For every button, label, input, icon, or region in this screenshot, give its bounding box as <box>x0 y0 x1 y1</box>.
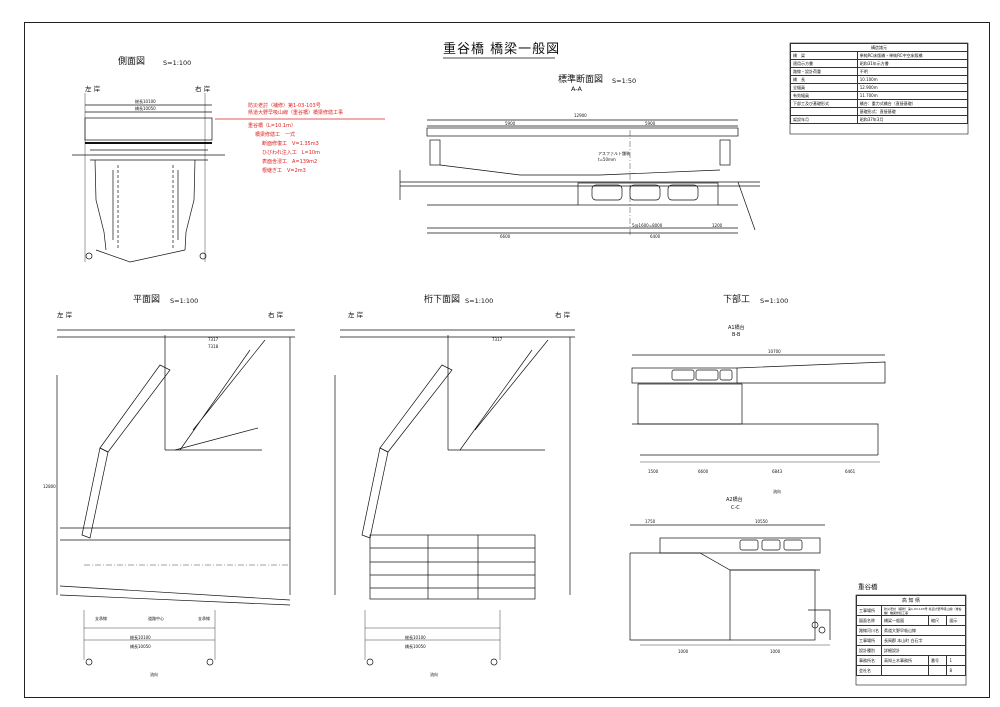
section-view-title: 標準断面図 <box>558 75 604 85</box>
plan-dim-bottom-total: 総長10100 <box>130 635 151 640</box>
annotation-item: ひびわれ注入工 L=10m <box>262 150 320 156</box>
section-dim-end: 1200 <box>712 223 723 228</box>
a1-flow-label: 流向 <box>773 489 781 494</box>
table-header: 構造諸元 <box>790 43 968 52</box>
side-view-title: 側面図 <box>118 57 146 67</box>
annotation-project-line-2: 県道大野早吸山線（重谷橋）橋梁修繕工事 <box>248 110 344 116</box>
table-row: 設計種別詳細設計 <box>856 645 966 656</box>
side-view-right-bank: 右 岸 <box>195 85 211 93</box>
table-row: 架設年月昭和37年3月 <box>790 115 969 124</box>
section-pavement-thickness: t=50mm <box>598 157 616 162</box>
section-dim-bottom-right: 6400 <box>650 234 661 239</box>
annotation-item: 重谷橋（L=10.1m） <box>248 123 296 129</box>
girder-view-right-bank: 右 岸 <box>555 311 571 319</box>
a2-abutment-drawing <box>629 524 831 646</box>
plan-flow-label: 流向 <box>150 672 158 677</box>
plan-view-drawing <box>56 329 295 666</box>
a1-abutment-title: A1橋台 <box>728 325 745 331</box>
girder-dim-bottom-length: 橋長10050 <box>405 644 426 649</box>
plan-bearing-line-2: 支承線 <box>198 616 210 621</box>
section-dim-right: 5900 <box>645 121 656 126</box>
table-row: 工事場所防災老討（補修）第1-03-103号 県道大野早吸山線（重谷橋）橋梁修繕… <box>856 605 966 616</box>
a2-abutment-title: A2橋台 <box>726 497 743 503</box>
a1-dim-b2: 6600 <box>698 469 709 474</box>
section-dim-left: 5900 <box>505 121 516 126</box>
a2-dim-b2: 1000 <box>770 649 781 654</box>
side-view-drawing <box>72 93 225 263</box>
annotation-item: 橋梁修繕工 一式 <box>255 132 296 138</box>
plan-dim-left: 12800 <box>43 484 56 489</box>
girder-dim-bottom-total: 総長10100 <box>405 635 426 640</box>
table-row: 路線河川名県道大野早吸山線 <box>856 625 966 636</box>
a2-dim-left: 1750 <box>645 519 656 524</box>
section-view-sub: A-A <box>571 85 582 93</box>
table-row: 図面名称橋梁一般図縮尺図示 <box>856 615 966 626</box>
girder-flow-label: 流向 <box>430 672 438 677</box>
section-dim-bottom-left: 6600 <box>500 234 511 239</box>
a2-dim-top: 10550 <box>755 519 768 524</box>
annotation-item: 断面修復工 V=1.35m3 <box>262 141 319 147</box>
plan-view-title: 平面図 <box>133 295 161 305</box>
substructure-scale: S=1:100 <box>760 297 789 305</box>
section-view-scale: S=1:50 <box>612 77 637 85</box>
table-row: 適用示方書昭和31年示方書 <box>790 59 969 68</box>
section-dim-total: 12900 <box>574 113 587 118</box>
title-block-bridge: 重谷橋 <box>858 583 878 591</box>
a1-dim-top: 10700 <box>768 349 781 354</box>
substructure-title: 下部工 <box>723 295 751 305</box>
plan-view-scale: S=1:100 <box>170 297 199 305</box>
girder-view-title: 桁下面図 <box>424 295 461 305</box>
section-dim-girder: 5@1600=8000 <box>632 223 663 228</box>
plan-dim-top-2: 7318 <box>208 344 219 349</box>
section-view-drawing <box>399 119 760 235</box>
a1-dim-b4: 6461 <box>845 469 856 474</box>
table-row: 工事場所長岡郡 本山町 白石字 <box>856 635 966 646</box>
plan-bearing-line: 支承線 <box>95 616 107 621</box>
a1-dim-b1: 1500 <box>648 469 659 474</box>
structure-info-table: 構造諸元 橋 梁単純RC床版橋・単純RC中空床版橋 適用示方書昭和31年示方書 … <box>790 43 969 124</box>
table-row: 路線・設計荷重不明 <box>790 67 969 76</box>
girder-view-scale: S=1:100 <box>465 297 494 305</box>
a1-dim-b3: 6843 <box>772 469 783 474</box>
plan-dim-top: 7317 <box>208 337 219 342</box>
a1-abutment-drawing <box>631 354 886 463</box>
a2-dim-b1: 1000 <box>678 649 689 654</box>
girder-view-left-bank: 左 岸 <box>348 311 364 319</box>
a1-abutment-sub: B-B <box>732 332 741 338</box>
a2-abutment-sub: C-C <box>731 505 740 511</box>
side-view-scale: S=1:100 <box>163 59 192 67</box>
title-block-table: 高 知 県 工事場所防災老討（補修）第1-03-103号 県道大野早吸山線（重谷… <box>856 595 966 676</box>
plan-dim-bottom-length: 橋長10050 <box>130 644 151 649</box>
girder-dim-top: 7317 <box>492 337 503 342</box>
plan-view-left-bank: 左 岸 <box>57 311 73 319</box>
annotation-item: 表面含浸工 A=139m2 <box>262 159 318 165</box>
plan-view-right-bank: 右 岸 <box>268 311 284 319</box>
drawing-title: 重谷橋 橋梁一般図 <box>443 42 561 57</box>
table-row: 橋 梁単純RC床版橋・単純RC中空床版橋 <box>790 51 969 60</box>
table-row: 構造諸元 <box>790 43 968 52</box>
side-view-left-bank: 左 岸 <box>85 85 101 93</box>
drawing-sheet <box>24 22 990 698</box>
table-row: 高 知 県 <box>856 595 966 606</box>
girder-view-drawing <box>334 329 575 666</box>
annotation-item: 根継ぎ工 V=2m3 <box>262 168 306 174</box>
plan-road-center: 道路中心 <box>148 616 164 621</box>
table-row: 下部工及び基礎形式橋台：重力式橋台（直接基礎） <box>790 99 969 108</box>
side-dim-length: 橋長10050 <box>135 106 156 111</box>
side-dim-total: 総長10100 <box>135 99 156 104</box>
section-pavement: アスファルト舗装 <box>598 151 630 156</box>
annotation-project-line-1: 防災老討（補修）第1-03-103号 <box>248 103 321 109</box>
table-row: 基礎形式：直接基礎 <box>790 107 969 116</box>
